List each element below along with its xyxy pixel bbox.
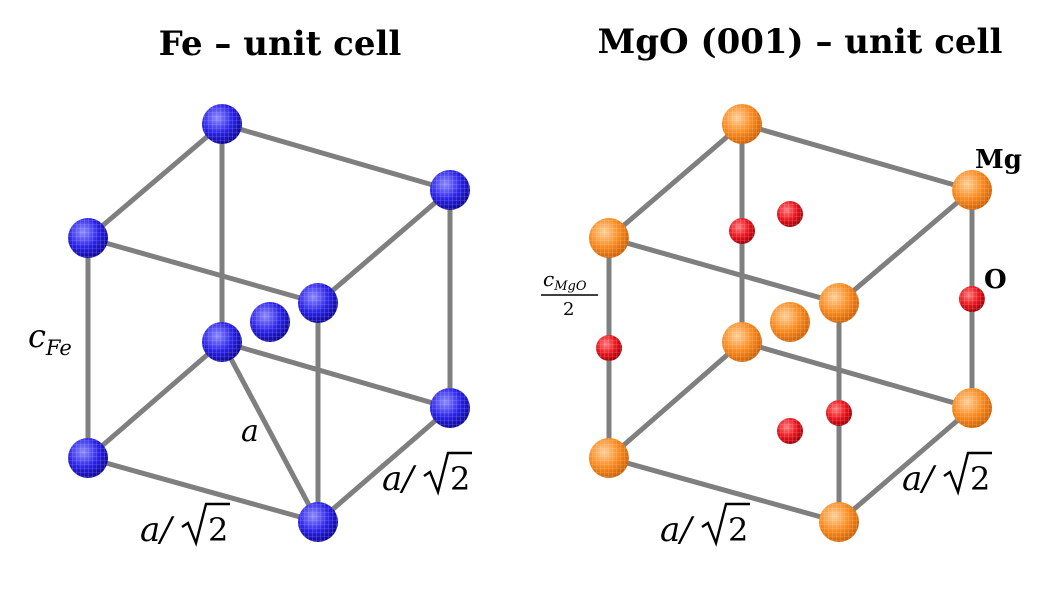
- o-label: O: [984, 265, 1007, 295]
- mg-atom: [819, 283, 859, 323]
- mgo-c-letter: c: [543, 267, 554, 291]
- mgo-a-over-label-bottom: a/: [660, 510, 695, 550]
- mg-atom: [722, 104, 762, 144]
- mg-atoms: [589, 104, 992, 542]
- fe-a-label: a: [241, 414, 259, 449]
- o-atom: [959, 286, 985, 312]
- fe-cell-title: Fe – unit cell: [159, 24, 402, 64]
- mg-atom: [819, 502, 859, 542]
- fe-atom: [298, 502, 338, 542]
- fe-atoms: [68, 104, 470, 542]
- mg-atom: [952, 170, 992, 210]
- mgo-a-sqrt2-right: a/ 2: [902, 451, 992, 499]
- mgo-sqrt-digit-right: 2: [970, 460, 990, 498]
- mgo-c-subscript: MgO: [553, 279, 587, 294]
- mg-atom: [770, 302, 810, 342]
- fe-sqrt-digit-right: 2: [450, 460, 470, 498]
- o-atom: [777, 201, 803, 227]
- fe-a-over-label-bottom: a/: [140, 510, 175, 550]
- fe-c-letter: c: [28, 317, 46, 355]
- o-atom: [777, 418, 803, 444]
- fe-atom: [430, 388, 470, 428]
- mgo-c-denominator: 2: [563, 299, 574, 320]
- fe-a-sqrt2-right: a/ 2: [382, 451, 472, 499]
- fe-atom: [298, 283, 338, 323]
- fe-c-label: cFe: [28, 317, 72, 360]
- o-atom: [596, 335, 622, 361]
- fe-atom: [202, 104, 242, 144]
- mgo-a-over-label-right: a/: [902, 459, 937, 499]
- fe-atom: [202, 322, 242, 362]
- mg-atom: [952, 388, 992, 428]
- fe-atom: [68, 438, 108, 478]
- fe-cell-edges: [85, 121, 453, 525]
- fe-a-over-label-right: a/: [382, 459, 417, 499]
- fe-sqrt-digit-bottom: 2: [208, 511, 228, 549]
- o-atom: [729, 218, 755, 244]
- fe-c-subscript: Fe: [45, 336, 72, 360]
- mgo-c-numerator: cMgO: [543, 267, 587, 294]
- mgo-cell-title: MgO (001) – unit cell: [598, 22, 1003, 62]
- mg-atom: [722, 322, 762, 362]
- fe-atom: [430, 170, 470, 210]
- mg-atom: [589, 218, 629, 258]
- o-atoms: [596, 201, 985, 444]
- o-atom: [826, 400, 852, 426]
- mgo-sqrt-digit-bottom: 2: [728, 511, 748, 549]
- mg-label: Mg: [975, 145, 1022, 175]
- mgo-a-sqrt2-bottom: a/ 2: [660, 502, 750, 550]
- mg-atom: [589, 438, 629, 478]
- mgo-c-half-label: cMgO 2: [541, 267, 598, 320]
- fe-atom-body-center: [250, 302, 290, 342]
- fe-a-sqrt2-bottom: a/ 2: [140, 502, 230, 550]
- fe-atom: [68, 218, 108, 258]
